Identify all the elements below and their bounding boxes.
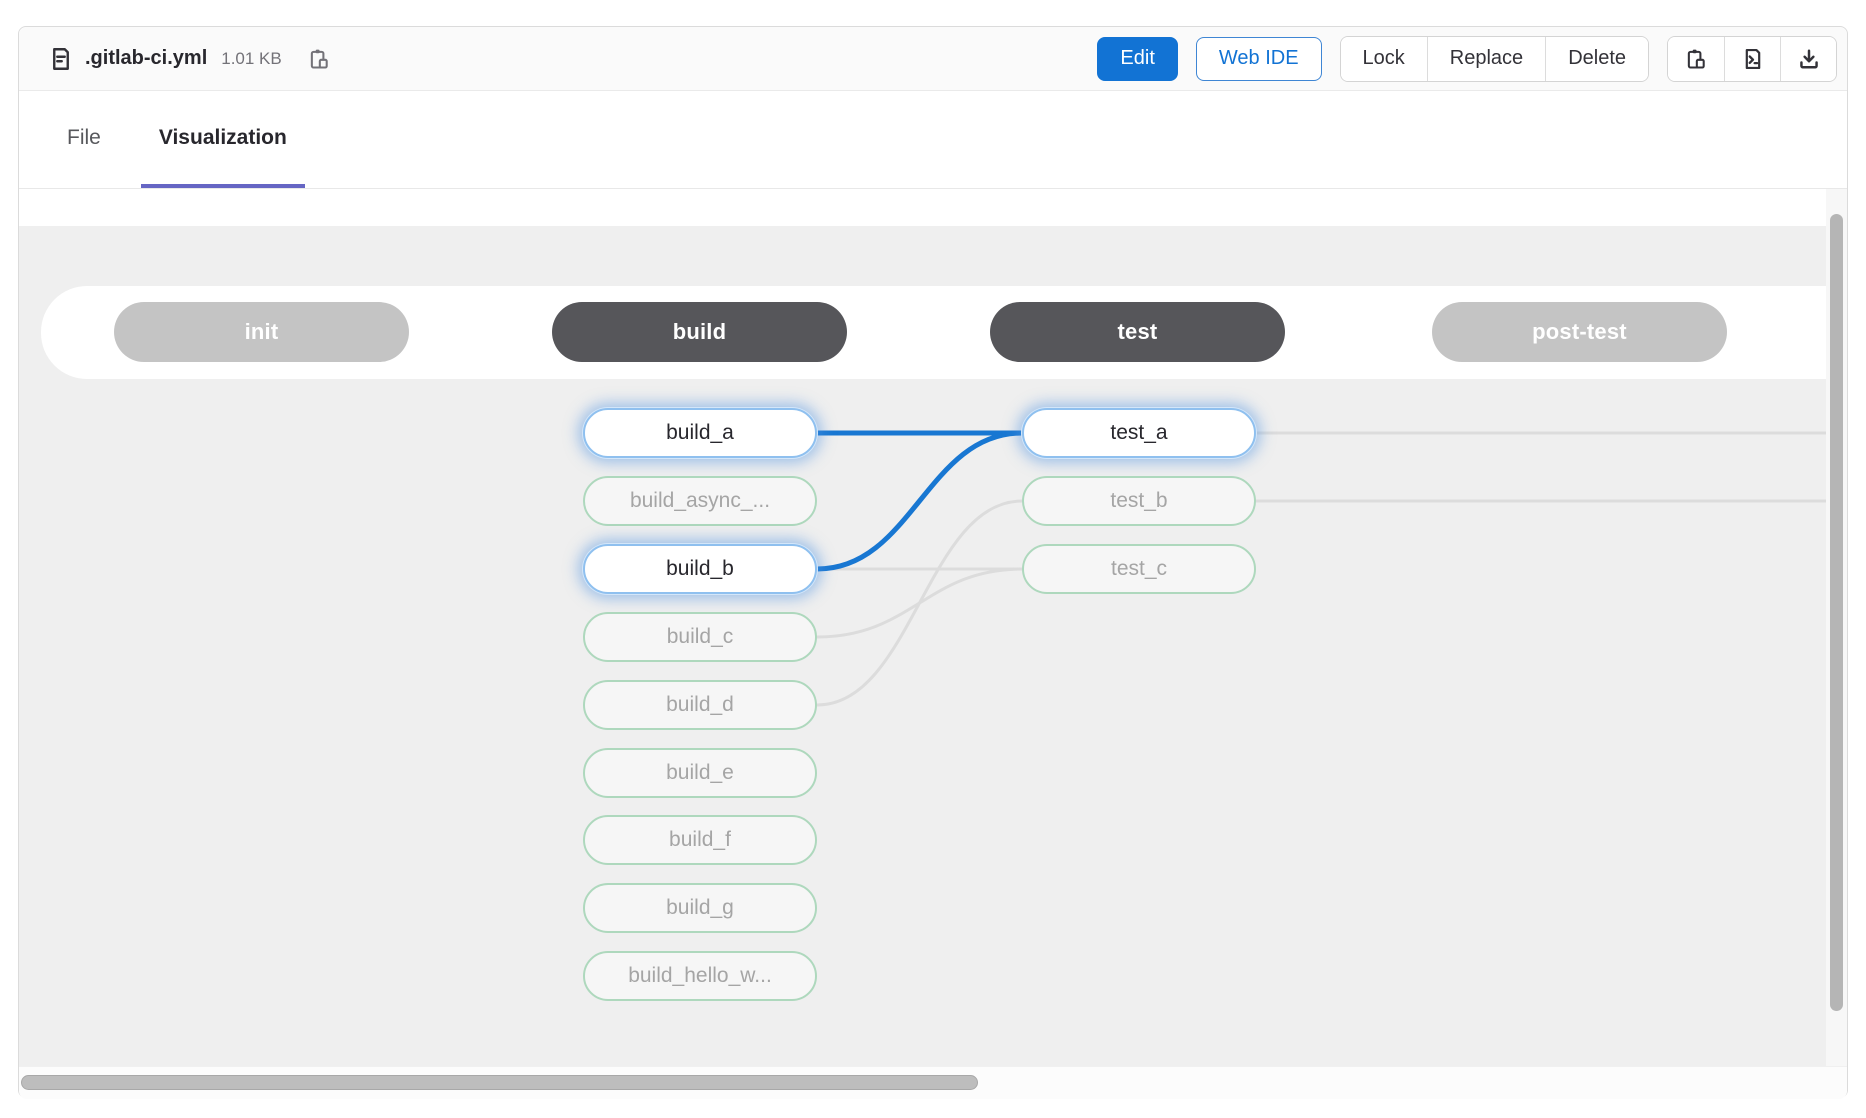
copy-contents-button[interactable] <box>1668 36 1724 81</box>
edge-build_b-to-test_a <box>814 430 1025 572</box>
job-pill-build_a[interactable]: build_a <box>583 408 817 458</box>
vertical-scrollbar-track <box>1826 189 1847 1066</box>
open-raw-icon <box>1742 48 1764 70</box>
pipeline-edges <box>814 430 1826 707</box>
tab-bar: File Visualization <box>19 91 1847 189</box>
horizontal-scrollbar-thumb[interactable] <box>21 1075 978 1090</box>
file-info: .gitlab-ci.yml 1.01 KB <box>49 47 330 71</box>
file-icon-action-group <box>1667 35 1837 82</box>
edge-build_d-to-test_b <box>815 499 1024 707</box>
clipboard-copy-icon <box>308 48 330 70</box>
copy-contents-icon <box>1685 48 1707 70</box>
job-pill-build_hello[interactable]: build_hello_w... <box>583 951 817 1001</box>
pipeline-panel: init build test post-test build_a build_asyn… <box>19 226 1826 1066</box>
job-pill-build_d[interactable]: build_d <box>583 680 817 730</box>
file-action-group: Lock Replace Delete <box>1339 35 1649 82</box>
horizontal-scrollbar-track <box>19 1066 1847 1099</box>
open-raw-button[interactable] <box>1724 36 1780 81</box>
job-pill-build_async[interactable]: build_async_... <box>583 476 817 526</box>
delete-button[interactable]: Delete <box>1545 36 1648 81</box>
stage-pill-build: build <box>552 302 847 362</box>
job-pill-test_b[interactable]: test_b <box>1022 476 1256 526</box>
file-name: .gitlab-ci.yml <box>85 47 208 69</box>
header-actions: Edit Web IDE Lock Replace Delete <box>1097 35 1837 82</box>
file-document-icon <box>49 47 73 71</box>
copy-file-path-button[interactable] <box>308 48 330 70</box>
job-pill-test_c[interactable]: test_c <box>1022 544 1256 594</box>
job-pill-build_c[interactable]: build_c <box>583 612 817 662</box>
edit-button[interactable]: Edit <box>1097 36 1178 81</box>
job-pill-build_g[interactable]: build_g <box>583 883 817 933</box>
download-icon <box>1798 48 1820 70</box>
replace-button[interactable]: Replace <box>1426 36 1546 81</box>
file-size: 1.01 KB <box>221 48 282 68</box>
job-pill-test_a[interactable]: test_a <box>1022 408 1256 458</box>
job-pill-build_f[interactable]: build_f <box>583 815 817 865</box>
stage-pill-post-test: post-test <box>1432 302 1727 362</box>
tab-file[interactable]: File <box>67 125 101 149</box>
vertical-scrollbar-thumb[interactable] <box>1830 214 1843 1011</box>
web-ide-button[interactable]: Web IDE <box>1195 36 1322 81</box>
lock-button[interactable]: Lock <box>1340 36 1427 81</box>
stage-pill-init: init <box>114 302 409 362</box>
job-pill-build_e[interactable]: build_e <box>583 748 817 798</box>
file-viewer-card: .gitlab-ci.yml 1.01 KB Edit Web IDE Lock… <box>18 26 1848 1099</box>
download-button[interactable] <box>1780 36 1836 81</box>
pipeline-visualization: init build test post-test build_a build_asyn… <box>19 189 1847 1066</box>
job-pill-build_b[interactable]: build_b <box>583 544 817 594</box>
file-header-bar: .gitlab-ci.yml 1.01 KB Edit Web IDE Lock… <box>19 27 1847 91</box>
tab-visualization[interactable]: Visualization <box>140 91 305 188</box>
stage-pill-test: test <box>990 302 1285 362</box>
